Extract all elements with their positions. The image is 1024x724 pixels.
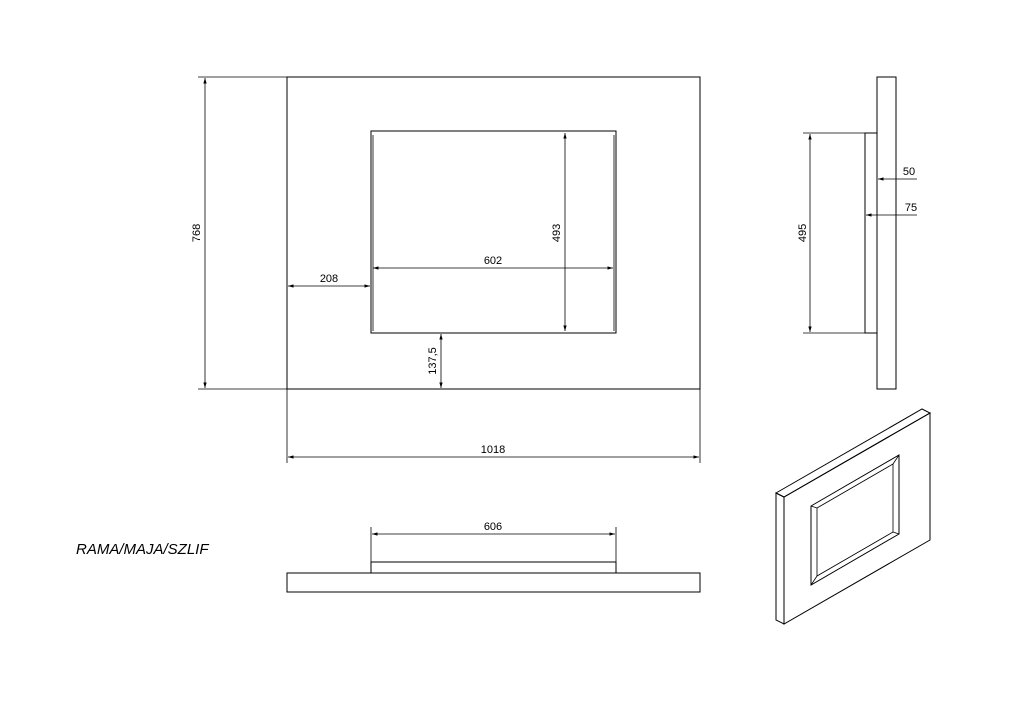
dim-label-606: 606: [484, 521, 502, 533]
front-opening: [370, 130, 617, 334]
dim-label-137-5: 137,5: [427, 347, 439, 375]
top-frame-body: [286, 572, 701, 593]
side-insert: [864, 132, 878, 334]
dim-label-50: 50: [903, 166, 915, 178]
top-insert: [370, 561, 617, 574]
iso-front-face: [783, 412, 931, 625]
dim-label-495: 495: [797, 224, 809, 242]
dim-label-768: 768: [191, 224, 203, 242]
front-outer-frame: [286, 76, 701, 390]
side-view: 495 50 75: [797, 76, 917, 390]
dim-label-208: 208: [320, 273, 338, 285]
dim-label-602: 602: [484, 255, 502, 267]
side-frame-body: [876, 76, 897, 390]
dim-label-1018: 1018: [481, 444, 505, 456]
dim-label-75: 75: [905, 202, 917, 214]
drawing-title: RAMA/MAJA/SZLIF: [76, 541, 209, 558]
front-view: 768 1018 602 493 208 137,5: [191, 76, 701, 463]
dim-label-493: 493: [551, 224, 563, 242]
top-view: 606: [286, 521, 701, 593]
isometric-view: [774, 408, 932, 625]
